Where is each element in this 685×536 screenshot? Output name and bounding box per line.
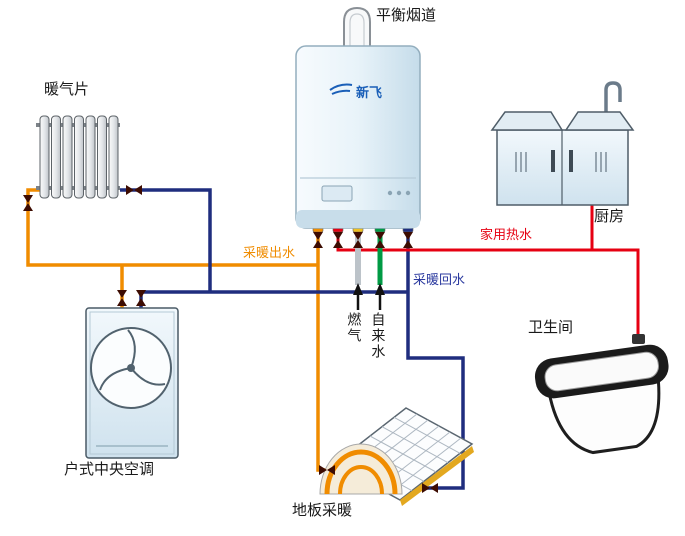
sink-basin-right: [564, 111, 635, 131]
valve-icon: [333, 232, 343, 248]
flue-label: 平衡烟道: [376, 7, 437, 24]
floor-heating-label: 地板采暖: [292, 502, 353, 519]
boiler-brand: 新飞: [356, 85, 382, 100]
boiler-display: [321, 185, 353, 202]
ac-fan-blades: [99, 329, 166, 391]
radiator-label: 暖气片: [44, 81, 90, 98]
floor-heating-panel: [319, 407, 474, 506]
cabinet-vent-left: [515, 152, 527, 172]
boiler-logo-icon: [329, 83, 353, 95]
heating-supply-label: 采暖出水: [243, 245, 296, 260]
bathtub: [534, 344, 669, 455]
valve-icon: [375, 232, 385, 248]
kitchen-cabinet: [490, 81, 635, 206]
kitchen-label: 厨房: [594, 208, 625, 225]
valve-icon: [403, 232, 413, 248]
heating-supply-pipe: [26, 188, 336, 472]
cabinet-vent-right: [595, 152, 607, 172]
floor-pipe-coil-icon: [319, 443, 403, 495]
flue: [343, 6, 371, 53]
valve-icon: [313, 232, 323, 248]
valve-icon: [136, 290, 146, 306]
hot-water-label: 家用热水: [480, 227, 533, 242]
radiator: [36, 115, 120, 199]
heating-return-label: 采暖回水: [413, 272, 466, 287]
boiler: 新飞: [295, 45, 421, 229]
valve-icon: [126, 185, 142, 195]
cabinet-handle-left: [551, 150, 555, 172]
central-ac-label: 户式中央空调: [64, 461, 155, 478]
central-ac-unit: [85, 307, 179, 459]
inflow-arrows: [353, 283, 385, 310]
radiator-fins: [39, 115, 119, 199]
sink-basin-left: [490, 111, 564, 131]
cabinet-handle-right: [569, 150, 573, 172]
valve-icon: [353, 232, 363, 248]
tap-water-arrow-icon: [375, 283, 385, 310]
valve-icon: [23, 195, 33, 211]
bathroom-label: 卫生间: [528, 319, 574, 336]
valve-icon: [117, 290, 127, 306]
kitchen-faucet-icon: [604, 81, 622, 114]
bathtub-faucet-icon: [632, 334, 645, 344]
floor-edge-strip: [400, 446, 474, 506]
gas-arrow-icon: [353, 283, 363, 310]
tap-water-label: 自来水: [370, 312, 387, 360]
gas-label: 燃气: [346, 312, 363, 344]
